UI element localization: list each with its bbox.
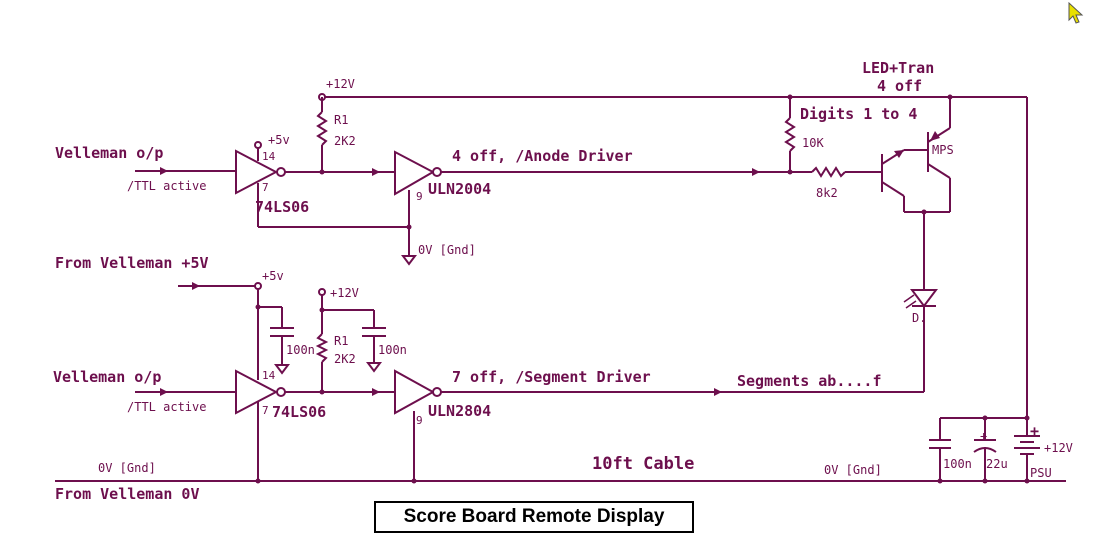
led-tran-count: 4 off	[877, 77, 922, 95]
plus12v-bottom-label: +12V	[330, 286, 359, 300]
plus5v-bottom-label: +5v	[262, 269, 284, 283]
pin14-bottom-label: 14	[262, 369, 276, 382]
anode-driver-label: 4 off, /Anode Driver	[452, 147, 633, 165]
cap-100n-psu-label: 100n	[943, 457, 972, 471]
cap-100n-a-label: 100n	[286, 343, 315, 357]
cap-100n-b-label: 100n	[378, 343, 407, 357]
ttl-active-bottom-label: /TTL active	[127, 400, 206, 414]
bottom-12v-supply: +12V R1 2K2 100n	[315, 286, 407, 395]
bottom-5v-supply: From Velleman +5V +5v 100n	[55, 254, 315, 380]
cap-22u-label: 22u	[986, 457, 1008, 471]
junctions	[255, 224, 417, 484]
cursor-arrow-icon	[1068, 2, 1084, 24]
r1-bottom-value: 2K2	[334, 352, 356, 366]
ground-bus: 0V [Gnd] 10ft Cable 0V [Gnd] From Vellem…	[55, 454, 1066, 503]
uln2004-driver: ULN2004 9 4 off, /Anode Driver	[285, 147, 800, 203]
plus5v-top-label: +5v	[268, 133, 290, 147]
psu-label: PSU	[1030, 466, 1052, 480]
pin9-top-label: 9	[416, 190, 423, 203]
gnd-right-label: 0V [Gnd]	[824, 463, 882, 477]
segment-driver-label: 7 off, /Segment Driver	[452, 368, 651, 386]
psu-plus-sign: +	[1030, 422, 1039, 440]
led-tran-title: LED+Tran	[862, 59, 934, 77]
ttl-active-top-label: /TTL active	[127, 179, 206, 193]
segments-label: Segments ab....f	[737, 372, 882, 390]
plus12v-top-label: +12V	[326, 77, 355, 91]
ic-74ls06-bottom: 14 7 74LS06	[235, 369, 326, 481]
pin7-top-label: 7	[262, 181, 269, 194]
r1-top-value: 2K2	[334, 134, 356, 148]
ic-74ls06-top: +5v 14 7 74LS06	[235, 133, 309, 227]
gnd-left-label: 0V [Gnd]	[98, 461, 156, 475]
psu-section: 100n + 22u + +12V PSU	[929, 415, 1073, 484]
resistor-r1-top: R1 2K2	[316, 97, 356, 175]
from-velleman-5v-label: From Velleman +5V	[55, 254, 209, 272]
top-ground: 0V [Gnd]	[258, 190, 476, 266]
pin14-top-label: 14	[262, 150, 276, 163]
pin7-bottom-label: 7	[262, 404, 269, 417]
velleman-op-bottom-label: Velleman o/p	[53, 368, 161, 386]
uln2804-driver: ULN2804 9 7 off, /Segment Driver Segment…	[285, 368, 924, 481]
bottom-input: Velleman o/p /TTL active	[53, 368, 236, 414]
r1-bottom-label: R1	[334, 334, 348, 348]
from-velleman-0v-label: From Velleman 0V	[55, 485, 200, 503]
diagram-title: Score Board Remote Display	[374, 501, 694, 533]
mps-label: MPS	[932, 143, 954, 157]
digits-label: Digits 1 to 4	[800, 105, 917, 123]
led-transistor-stage: LED+Tran 4 off Digits 1 to 4 10K 8k2 MPS	[784, 59, 954, 392]
psu-voltage-label: +12V	[1044, 441, 1073, 455]
cable-label: 10ft Cable	[592, 454, 694, 474]
ic-74ls06-bottom-label: 74LS06	[272, 403, 326, 421]
velleman-op-top-label: Velleman o/p	[55, 144, 163, 162]
r-10k-label: 10K	[802, 136, 824, 150]
ic-74ls06-top-label: 74LS06	[255, 198, 309, 216]
r-8k2-label: 8k2	[816, 186, 838, 200]
uln2004-label: ULN2004	[428, 180, 491, 198]
top-input: Velleman o/p /TTL active	[55, 144, 236, 193]
pin9-bottom-label: 9	[416, 414, 423, 427]
r1-top-label: R1	[334, 113, 348, 127]
gnd-top-label: 0V [Gnd]	[418, 243, 476, 257]
cap-plus-sign: +	[980, 429, 987, 443]
uln2804-label: ULN2804	[428, 402, 491, 420]
led-d-label: D.	[912, 311, 926, 325]
